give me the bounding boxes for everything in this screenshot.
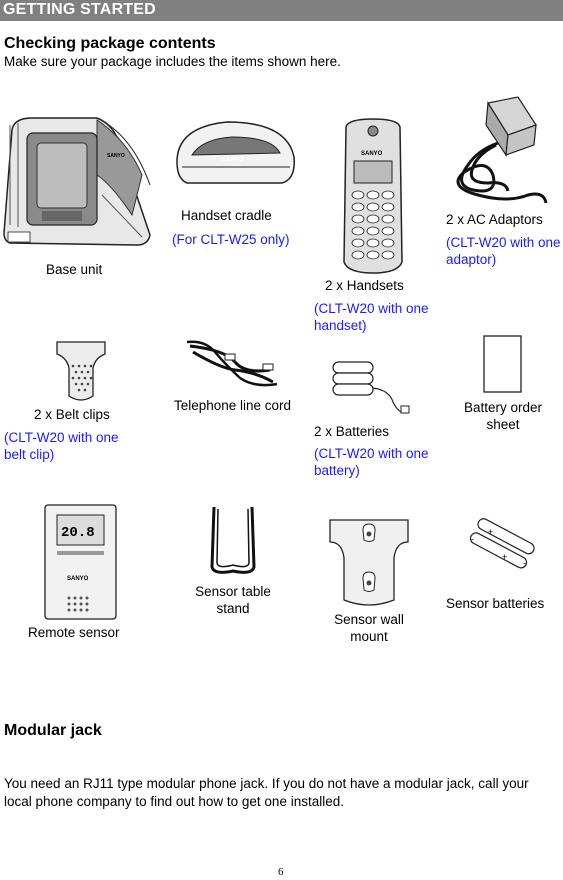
batteries-label: 2 x Batteries (314, 424, 390, 439)
svg-text:SANYO: SANYO (67, 576, 89, 582)
svg-text:+: + (488, 527, 493, 537)
remote-sensor-icon: 20.8 SANYO (44, 504, 117, 620)
handset-cradle-note: (For CLT-W25 only) (172, 232, 290, 247)
battery-order-sheet-label: Battery order sheet (463, 400, 543, 432)
svg-text:SANYO: SANYO (361, 151, 383, 157)
handset-cradle-icon: SANYO (176, 121, 295, 184)
modular-jack-body: You need an RJ11 type modular phone jack… (4, 776, 529, 809)
handset-cradle-label: Handset cradle (181, 208, 272, 223)
ac-adaptors-note: (CLT-W20 with one adaptor) (446, 235, 561, 267)
svg-text:-: - (523, 558, 526, 568)
handsets-note: (CLT-W20 with one handset) (314, 301, 429, 333)
ac-adaptor-icon (456, 96, 548, 204)
aa-batteries-icon: + + - - (469, 518, 535, 569)
handsets-label: 2 x Handsets (325, 278, 404, 293)
telephone-cord-icon (186, 340, 278, 387)
batteries-note: (CLT-W20 with one battery) (314, 446, 429, 478)
belt-clip-icon (56, 341, 106, 401)
sensor-batteries-label: Sensor batteries (446, 596, 545, 611)
handset-icon: SANYO (343, 118, 403, 274)
modular-jack-heading: Modular jack (4, 722, 102, 739)
page-number: 6 (278, 866, 284, 878)
package-intro: Make sure your package includes the item… (4, 54, 341, 69)
section-title: GETTING STARTED (3, 1, 156, 18)
sensor-wall-mount-label: Sensor wall mount (334, 612, 404, 644)
ac-adaptors-label: 2 x AC Adaptors (446, 212, 543, 227)
telephone-cord-label: Telephone line cord (173, 398, 292, 413)
battery-pack-icon (332, 361, 410, 414)
order-sheet-icon (483, 335, 522, 393)
wall-mount-icon (329, 519, 409, 606)
svg-text:+: + (502, 552, 507, 562)
belt-clips-label: 2 x Belt clips (34, 407, 110, 422)
svg-text:SANYO: SANYO (222, 157, 244, 163)
remote-sensor-label: Remote sensor (28, 625, 120, 640)
table-stand-icon (210, 506, 256, 574)
svg-text:SANYO: SANYO (107, 153, 125, 159)
svg-text:20.8: 20.8 (61, 525, 95, 541)
base-unit-label: Base unit (46, 262, 103, 277)
section-header-bar: GETTING STARTED (0, 0, 563, 21)
sensor-table-stand-label: Sensor table stand (195, 584, 271, 616)
package-heading: Checking package contents (4, 35, 216, 52)
belt-clips-note: (CLT-W20 with one belt clip) (4, 430, 119, 462)
base-unit-icon: SANYO (3, 117, 151, 246)
svg-text:-: - (471, 534, 474, 544)
